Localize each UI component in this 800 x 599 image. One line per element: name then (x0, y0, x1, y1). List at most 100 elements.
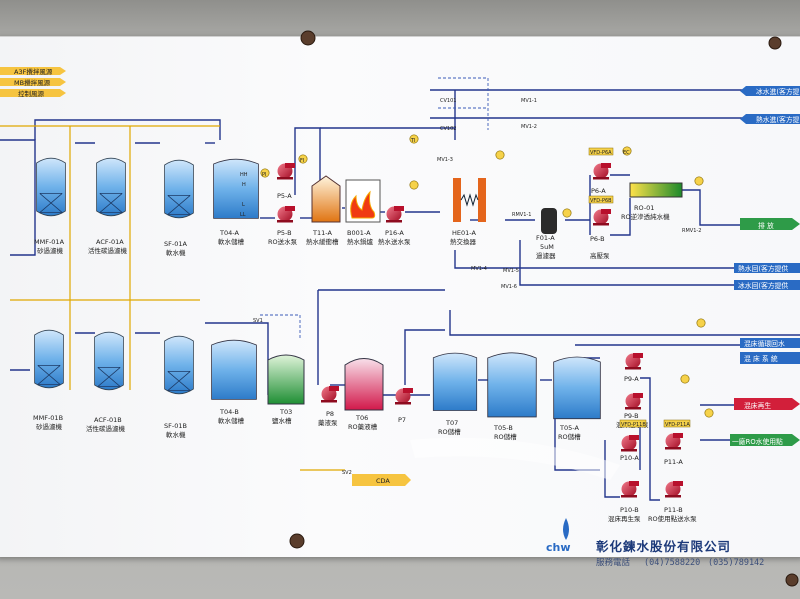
outlet-chilled-return (734, 280, 800, 290)
valve-labels: CV101 CV102 MV1-1 MV1-2 MV1-3 MV1-4 MV1-… (342, 98, 701, 476)
ro-01-id: RO-01 (634, 204, 654, 212)
t11-a-tank (311, 175, 341, 223)
he01-a-plate-left (453, 178, 461, 222)
outlet-hot-return (734, 263, 800, 273)
mv1-2-label: MV1-2 (521, 124, 537, 130)
outlet-mixbed-system-label: 混 床 系 統 (744, 354, 778, 363)
t03-id: T03 (279, 408, 292, 416)
filter-row-a: MMF-01A 砂過濾機 ACF-01A 活性碳過濾機 SF-01A 軟水機 (34, 157, 194, 257)
ec-tag: EC (623, 150, 630, 156)
p6-b-id: P6-B (590, 235, 605, 243)
sf-01a-vessel (164, 159, 194, 219)
mv1-5-label: MV1-5 (503, 268, 519, 274)
acf-01a-name: 活性碳過濾機 (88, 246, 128, 255)
level-ll: LL (240, 212, 246, 218)
vfd-p6b-label: VFD-P6B (590, 198, 612, 204)
p5-b-pump (277, 206, 295, 223)
acf-01b-name: 活性碳過濾機 (86, 424, 126, 433)
pi-gauge (409, 180, 419, 190)
p16-a-pump (386, 206, 404, 223)
t07-name: RO儲槽 (438, 427, 461, 436)
p8-id: P8 (326, 410, 334, 418)
ro-storage-section: T06 RO藥液槽 T07 RO儲槽 T05-B RO儲槽 T05-A RO儲槽 (344, 352, 601, 441)
flame-icon (350, 190, 376, 219)
soft-water-tanks: HH H L LL T04-A 軟水儲槽 T04-B 軟水儲槽 T03 鹽水槽 … (211, 158, 305, 425)
p10-b-name: 混床再生泵 (608, 514, 641, 523)
b001-a-id: B001-A (347, 229, 371, 237)
p5-a-id: P5-A (277, 192, 292, 200)
vfd-p6a-box (588, 147, 614, 156)
outlet-hot-in-label: 熱水進(客方提 (756, 115, 800, 124)
t05-a-tank (553, 356, 601, 420)
outlet-mixbed-regen (734, 398, 800, 410)
sf-01b-vessel (164, 335, 194, 395)
outlet-chilled-in (740, 86, 800, 96)
t04-b-id: T04-B (219, 408, 239, 416)
ti-gauge (696, 318, 706, 328)
p11-b-pump (665, 481, 683, 498)
p11-a-pump (665, 433, 683, 450)
heat-coil-icon (460, 193, 479, 207)
filter-row-b: MMF-01B 砂過濾機 ACF-01B 活性碳過濾機 SF-01B 軟水機 (33, 329, 194, 439)
p10-b-id: P10-B (620, 506, 639, 514)
t11-a-name: 熱水緩衝槽 (306, 237, 339, 246)
f01-a-name: 過濾器 (536, 251, 556, 260)
diagram-panel (0, 36, 800, 557)
cda-arrow: CDA (352, 474, 411, 486)
p5-a-pump (277, 163, 295, 180)
water-drop-icon (563, 518, 569, 540)
t05-a-name: RO儲槽 (558, 432, 581, 441)
cda-label: CDA (376, 477, 390, 485)
he01-a-id: HE01-A (452, 229, 476, 237)
p7-pump (395, 388, 413, 405)
mv1-4-label: MV1-4 (471, 266, 487, 272)
acf-01b-vessel (94, 331, 124, 391)
t04-b-tank (211, 339, 257, 400)
t05-b-name: RO儲槽 (494, 432, 517, 441)
sf-01b-id: SF-01B (164, 422, 187, 430)
sv2-label: SV2 (342, 470, 352, 476)
t07-id: T07 (445, 419, 458, 427)
sv1-label: SV1 (253, 318, 263, 324)
t04-a-name: 軟水儲槽 (218, 237, 245, 246)
fi-tag: FI (300, 158, 304, 164)
p10-a-pump (621, 435, 639, 452)
p6-name: 高壓泵 (590, 251, 610, 260)
outlet-drain (740, 218, 800, 230)
p8-name: 藥液泵 (318, 418, 338, 427)
acf-01a-vessel (96, 157, 126, 217)
t04-a-id: T04-A (219, 229, 239, 237)
pipe-network (0, 89, 800, 501)
mmf-01b-id: MMF-01B (33, 414, 63, 422)
hot-water-section: T11-A 熱水緩衝槽 B001-A 熱水鍋爐 (306, 175, 381, 246)
p10-b-pump (621, 481, 639, 498)
t03-brine-tank (267, 354, 305, 405)
legend-mb: MB攪拌風源 (14, 78, 51, 87)
mv1-6-label: MV1-6 (501, 284, 517, 290)
company-name: 彰化鍊水股份有限公司 (596, 539, 731, 554)
p9-b-id: P9-B (624, 412, 639, 420)
he01-a-plate-right (478, 178, 486, 222)
p10-a-id: P10-A (620, 454, 639, 462)
fi-gauge (694, 176, 704, 186)
t06-name: RO藥液槽 (348, 422, 378, 431)
level-h: H (242, 182, 246, 188)
signal-lines (260, 77, 489, 340)
p11-b-name: RO使用點送水泵 (648, 514, 697, 523)
sf-01a-name: 軟水機 (166, 248, 186, 257)
outlet-mixbed-system (740, 352, 800, 364)
service-phone-label: 服務電話 (596, 557, 631, 568)
p11-b-id: P11-B (664, 506, 683, 514)
pi-tag: PI (262, 172, 267, 178)
vfd-p11a-label: VFD-P11A (665, 422, 690, 428)
mounting-bolts (289, 30, 799, 587)
outlet-ro-usepoint-label: 一廠RO水使用點 (732, 437, 783, 446)
outlet-hot-return-label: 熱水回(客方提供 (738, 264, 788, 273)
service-phone-1: (04)7588220 (644, 558, 700, 568)
fi-gauge (495, 150, 505, 160)
outlet-ro-usepoint (730, 434, 800, 446)
p9-b-pump (625, 393, 643, 410)
ro-01-name: RO逆滲透純水機 (621, 212, 670, 221)
t11-a-id: T11-A (312, 229, 332, 237)
